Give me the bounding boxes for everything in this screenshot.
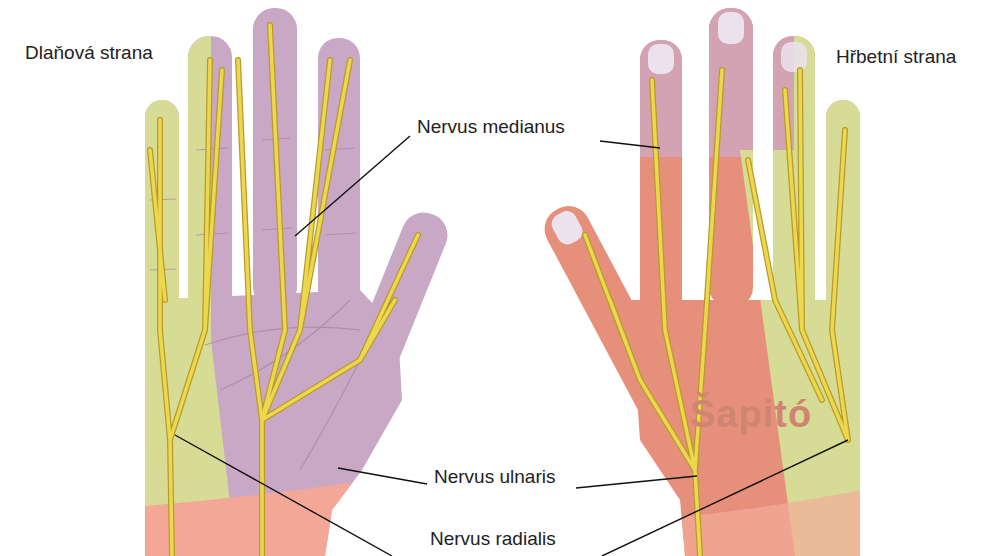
leader-lines xyxy=(175,136,848,556)
leader-lines-part xyxy=(175,435,392,556)
palm-nerves-part-part xyxy=(238,25,418,556)
nerve-label: Nervus ulnaris xyxy=(434,466,555,489)
dorsal-nerves-part-part xyxy=(748,70,848,440)
dorsal-hand-part xyxy=(648,44,674,74)
nerve-label: Nervus radialis xyxy=(430,528,556,551)
dorsal-hand-part xyxy=(718,12,744,44)
dorsal-nerves-part-part xyxy=(585,70,722,556)
dorsal-hand-part xyxy=(548,207,586,247)
dorsal-hand-part xyxy=(630,0,755,157)
palm-hand-part xyxy=(0,0,500,556)
dorsal-hand-part xyxy=(781,42,807,72)
dorsal-hand-part xyxy=(500,0,1000,556)
palm-nerves xyxy=(150,25,418,556)
palm-nerves-part-part xyxy=(150,60,222,556)
leader-lines-part xyxy=(338,468,427,484)
leader-lines-part xyxy=(602,440,848,556)
nerve-label: Nervus medianus xyxy=(417,116,565,139)
palm-nerves-part xyxy=(150,25,418,556)
leader-lines-part xyxy=(600,141,660,148)
dorsal-nerves-part-part xyxy=(748,70,848,440)
dorsal-hand-part xyxy=(773,0,794,150)
side-label: Hřbetní strana xyxy=(836,46,956,69)
palm-nerves-part xyxy=(150,25,418,556)
palm-hand-part xyxy=(0,470,430,556)
palm-hand xyxy=(0,0,500,556)
leader-lines-part xyxy=(576,476,697,488)
palm-nerves-part-part xyxy=(150,60,222,556)
palm-hand-part xyxy=(0,0,232,520)
watermark: Šapitó xyxy=(690,392,812,438)
dorsal-hand-part xyxy=(740,0,900,556)
palm-nerves-part-part xyxy=(238,25,418,556)
dorsal-nerves-part-part xyxy=(585,70,722,556)
dorsal-hand xyxy=(500,0,1000,556)
leader-lines-part xyxy=(295,136,410,236)
side-label: Dlaňová strana xyxy=(25,42,153,65)
